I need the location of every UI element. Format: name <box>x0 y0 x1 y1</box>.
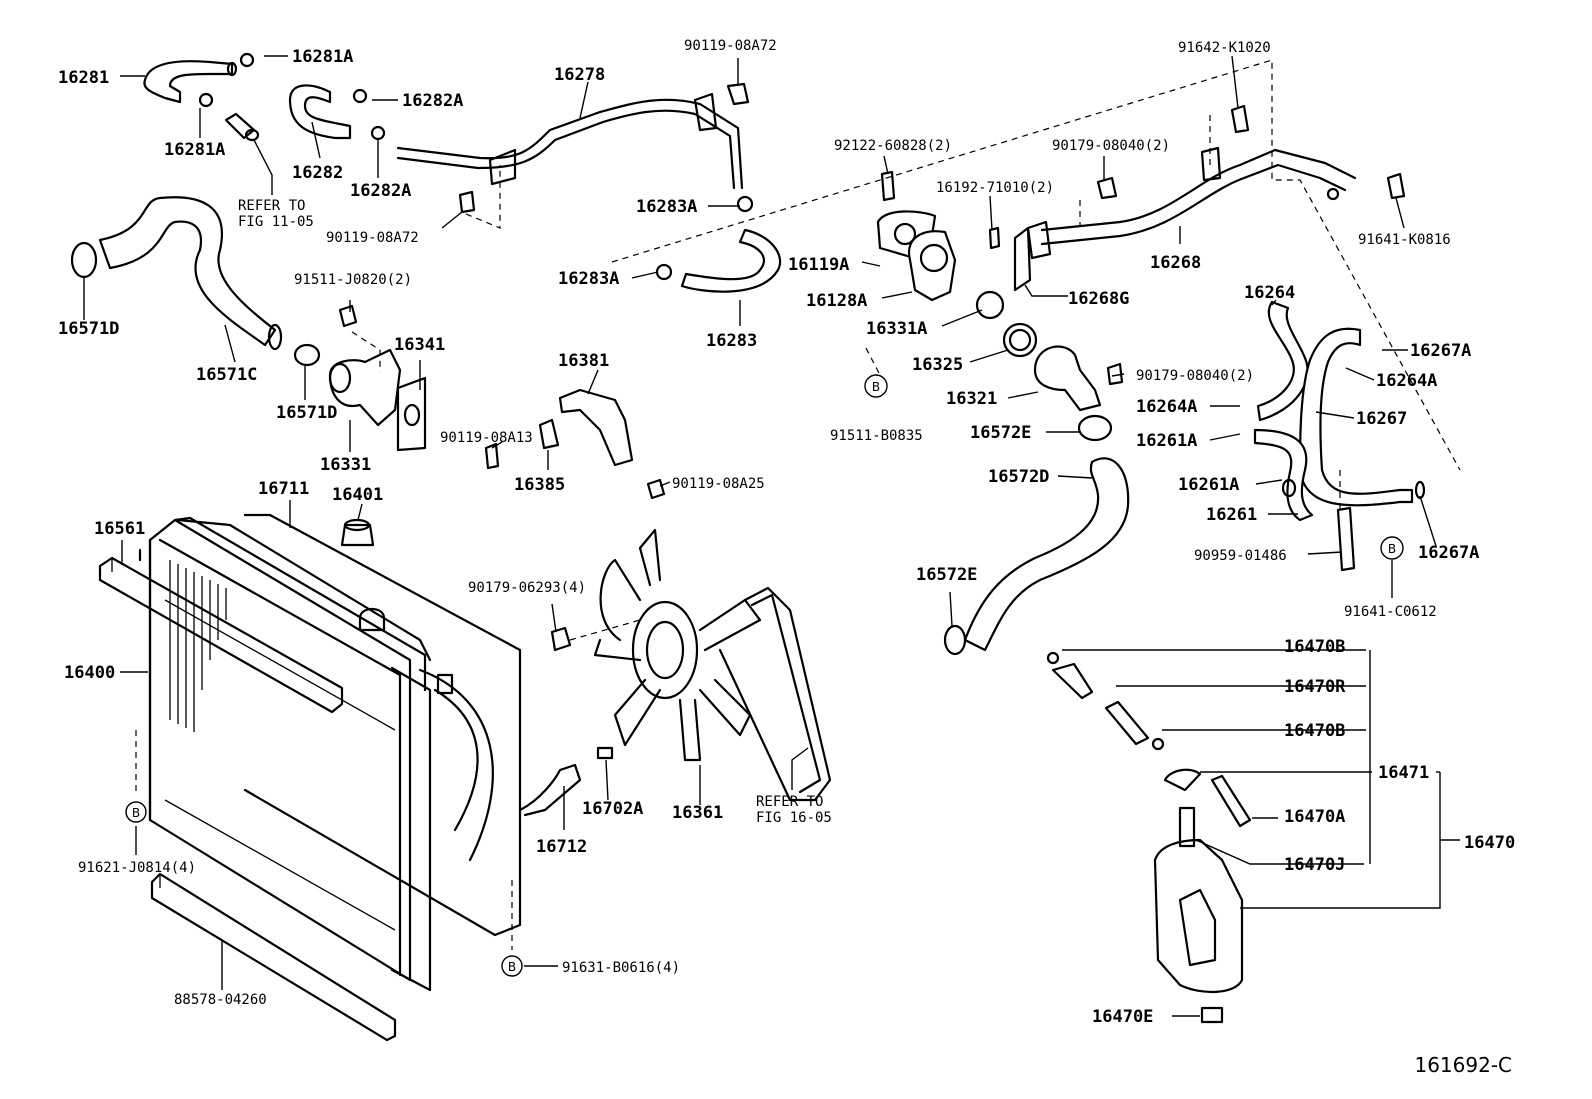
label-88578-04260: 88578-04260 <box>174 992 267 1008</box>
label-91621-J0814: 91621-J0814(4) <box>78 860 196 876</box>
label-16281: 16281 <box>58 68 109 88</box>
label-16341: 16341 <box>394 335 445 355</box>
label-16321: 16321 <box>946 389 997 409</box>
radiator-assembly <box>98 513 522 1042</box>
label-90179-08040: 90179-08040(2) <box>1052 138 1170 154</box>
label-16282A: 16282A <box>350 181 411 201</box>
fan-and-belt <box>518 528 832 817</box>
hose-16572D <box>943 457 1130 656</box>
refer-fig-16-05: REFER TO <box>756 794 823 810</box>
label-16571C: 16571C <box>196 365 257 385</box>
label-90119-08A72: 90119-08A72 <box>684 38 777 54</box>
label-16470E: 16470E <box>1092 1007 1153 1027</box>
label-16470B: 16470B <box>1284 637 1345 657</box>
label-16572D: 16572D <box>988 467 1049 487</box>
label-16261A: 16261A <box>1136 431 1197 451</box>
label-16264: 16264 <box>1244 283 1295 303</box>
label-16264A: 16264A <box>1136 397 1197 417</box>
label-16331A: 16331A <box>866 319 927 339</box>
callout-b: B <box>872 380 880 394</box>
label-91511-B0835: 91511-B0835 <box>830 428 923 444</box>
label-16571D: 16571D <box>58 319 119 339</box>
label-16267A: 16267A <box>1418 543 1479 563</box>
label-16470A: 16470A <box>1284 807 1345 827</box>
label-16470: 16470 <box>1464 833 1515 853</box>
label-16470R: 16470R <box>1284 677 1346 697</box>
label-16325: 16325 <box>912 355 963 375</box>
diagram-code: 161692-C <box>1414 1053 1512 1077</box>
label-90119-08A13: 90119-08A13 <box>440 430 533 446</box>
label-91642-K1020: 91642-K1020 <box>1178 40 1271 56</box>
label-16470J: 16470J <box>1284 855 1345 875</box>
label-16282A: 16282A <box>402 91 463 111</box>
label-16381: 16381 <box>558 351 609 371</box>
label-16268G: 16268G <box>1068 289 1129 309</box>
label-16267: 16267 <box>1356 409 1407 429</box>
label-90179-08040: 90179-08040(2) <box>1136 368 1254 384</box>
left-hoses <box>70 52 427 452</box>
callout-b-circles: B B B B <box>125 374 1404 977</box>
label-16281A: 16281A <box>292 47 353 67</box>
refer-fig-11-05: REFER TO <box>238 198 305 214</box>
label-16267A: 16267A <box>1410 341 1471 361</box>
label-16712: 16712 <box>536 837 587 857</box>
label-16711: 16711 <box>258 479 309 499</box>
label-16572E: 16572E <box>970 423 1031 443</box>
callout-b: B <box>1388 542 1396 556</box>
label-16331: 16331 <box>320 455 371 475</box>
pipe-16278 <box>396 82 782 293</box>
label-16278: 16278 <box>554 65 605 85</box>
label-16281A: 16281A <box>164 140 225 160</box>
refer-fig-11-05: FIG 11-05 <box>238 214 314 230</box>
label-91641-K0816: 91641-K0816 <box>1358 232 1451 248</box>
label-16192-71010: 16192-71010(2) <box>936 180 1054 196</box>
label-16572E: 16572E <box>916 565 977 585</box>
label-91511-J0820: 91511-J0820(2) <box>294 272 412 288</box>
label-16268: 16268 <box>1150 253 1201 273</box>
callout-b: B <box>132 806 140 820</box>
label-16128A: 16128A <box>806 291 867 311</box>
label-90179-06293: 90179-06293(4) <box>468 580 586 596</box>
label-16470B: 16470B <box>1284 721 1345 741</box>
label-16385: 16385 <box>514 475 565 495</box>
thermostat-area <box>876 104 1406 442</box>
label-16571D: 16571D <box>276 403 337 423</box>
leader-lines <box>83 55 1460 1017</box>
label-92122-60828: 92122-60828(2) <box>834 138 952 154</box>
label-16282: 16282 <box>292 163 343 183</box>
label-16283A: 16283A <box>558 269 619 289</box>
label-16283: 16283 <box>706 331 757 351</box>
label-91641-C0612: 91641-C0612 <box>1344 604 1437 620</box>
label-90959-01486: 90959-01486 <box>1194 548 1287 564</box>
reservoir <box>1046 651 1252 1024</box>
label-16119A: 16119A <box>788 255 849 275</box>
label-16401: 16401 <box>332 485 383 505</box>
label-16702A: 16702A <box>582 799 643 819</box>
label-16471: 16471 <box>1378 763 1429 783</box>
label-16261: 16261 <box>1206 505 1257 525</box>
callout-b: B <box>508 960 516 974</box>
label-90119-08A25: 90119-08A25 <box>672 476 765 492</box>
label-16561: 16561 <box>94 519 145 539</box>
bracket-16381 <box>484 388 666 500</box>
dashed-reference-lines <box>135 59 1461 950</box>
part-labels: 16281 16281A 16281A REFER TO FIG 11-05 1… <box>58 38 1515 1077</box>
label-16361: 16361 <box>672 803 723 823</box>
right-hoses <box>1253 300 1426 572</box>
refer-fig-16-05: FIG 16-05 <box>756 810 832 826</box>
label-16264A: 16264A <box>1376 371 1437 391</box>
label-16283A: 16283A <box>636 197 697 217</box>
label-90119-08A72: 90119-08A72 <box>326 230 419 246</box>
label-16261A: 16261A <box>1178 475 1239 495</box>
label-91631-B0616: 91631-B0616(4) <box>562 960 680 976</box>
label-16400: 16400 <box>64 663 115 683</box>
